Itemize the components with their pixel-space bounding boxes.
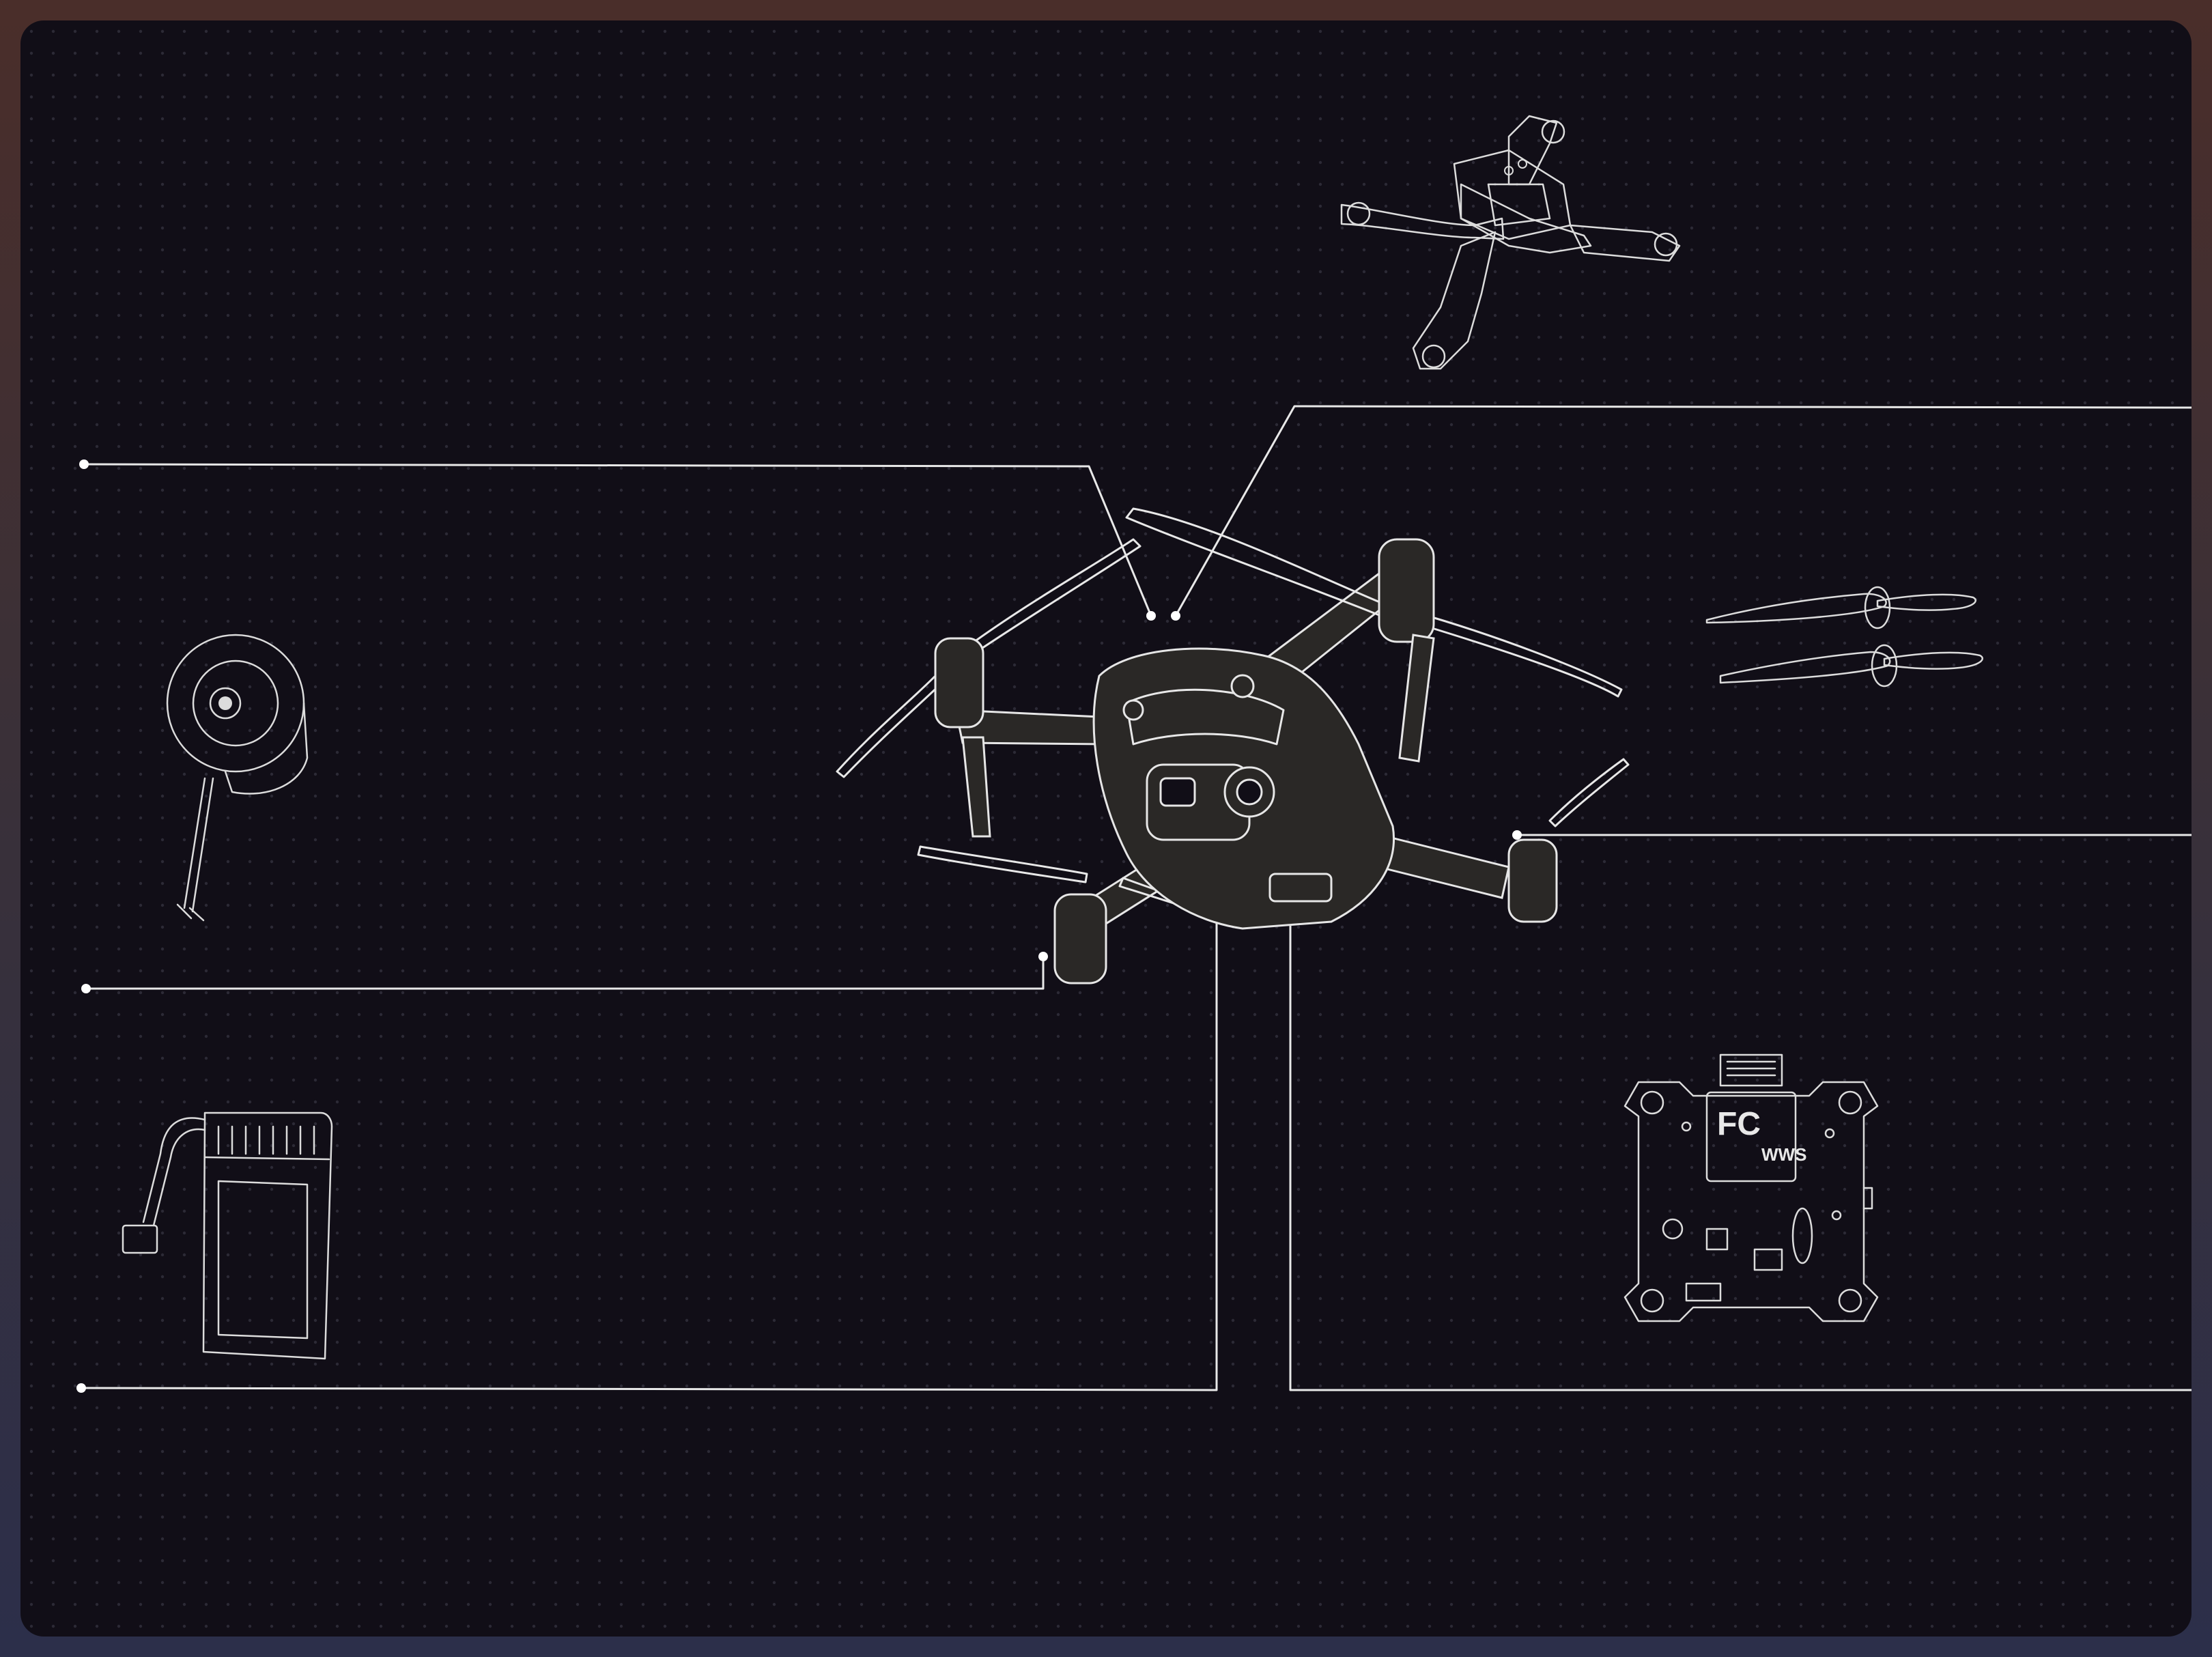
- diagram-canvas: FC WWS: [20, 20, 2192, 1637]
- fc-label: FC: [1717, 1106, 1761, 1142]
- fc-chip-label: WWS: [1761, 1144, 1806, 1165]
- dot-grid: [20, 20, 2192, 1637]
- diagram-svg: FC WWS: [20, 20, 2192, 1637]
